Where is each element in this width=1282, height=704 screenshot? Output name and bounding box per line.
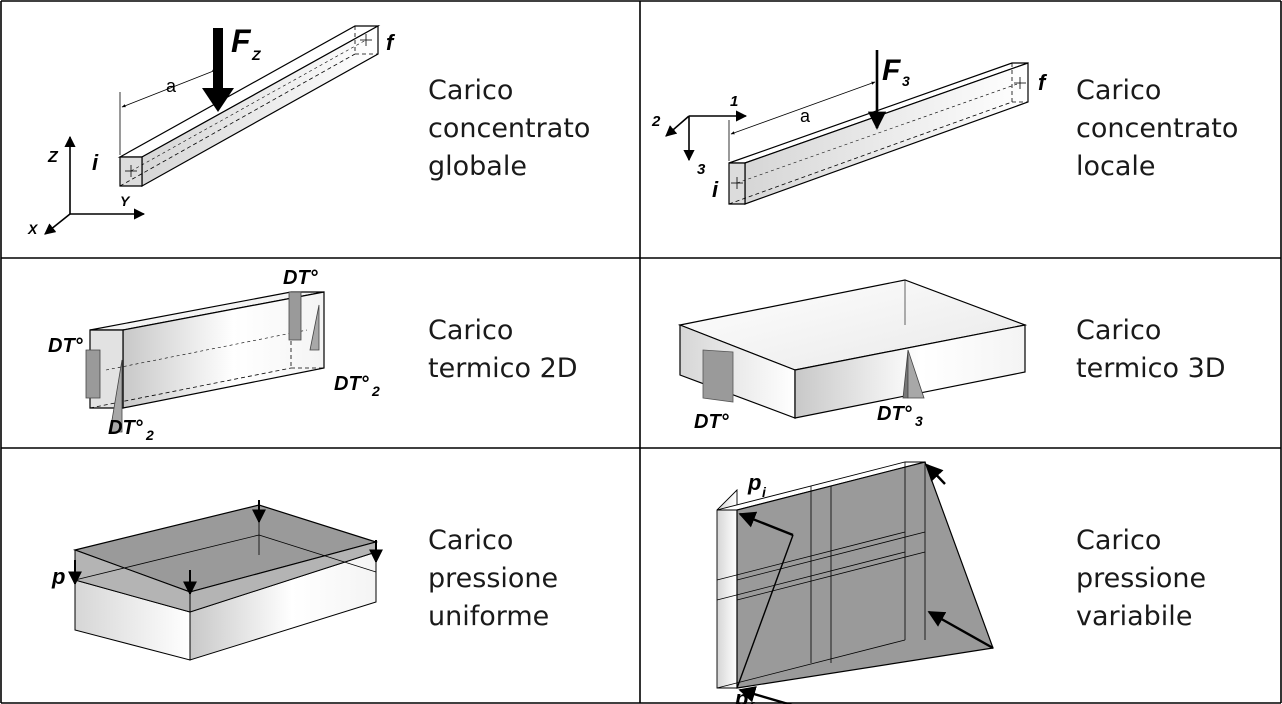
- caption-thermal-3d: Carico termico 3D: [1076, 315, 1226, 384]
- end-i-label-local: i: [712, 177, 719, 202]
- p-f-subscript: f: [749, 699, 755, 704]
- dt2-bottom-label: DT°: [108, 417, 144, 439]
- dt2-right-label: DT°: [334, 373, 370, 395]
- axis-x-label: X: [27, 221, 39, 237]
- caption-variable-pressure: Carico pressione variabile: [1076, 525, 1207, 632]
- axis-2-label: 2: [651, 113, 661, 130]
- dt-top-label: DT°: [283, 267, 319, 289]
- dt2-right-subscript: 2: [371, 383, 380, 399]
- dimension-a-label: a: [166, 76, 177, 96]
- end-f-label: f: [386, 30, 396, 55]
- axis-3-label: 3: [697, 161, 706, 178]
- axis-z-label: Z: [47, 149, 59, 166]
- dt-left-label-3d: DT°: [694, 411, 730, 433]
- force-f3-label: F: [882, 54, 901, 87]
- axis-y-label: Y: [120, 193, 131, 209]
- force-fz-subscript: Z: [251, 47, 261, 63]
- caption-concentrated-global: Carico concentrato globale: [428, 75, 591, 182]
- force-fz-label: F: [231, 23, 252, 59]
- beam-diagram-global: a F Z i f Z Y X: [27, 23, 396, 237]
- dt3-label: DT°: [877, 403, 913, 425]
- uniform-pressure-diagram: p: [51, 500, 383, 661]
- dimension-a-label-local: a: [800, 106, 811, 126]
- axis-1-label: 1: [730, 93, 738, 110]
- p-i-subscript: i: [762, 484, 767, 500]
- dt3-subscript: 3: [915, 413, 923, 429]
- caption-uniform-pressure: Carico pressione uniforme: [428, 525, 559, 632]
- p-uniform-label: p: [51, 564, 65, 589]
- thermal-3d-diagram: DT° DT° 3: [677, 279, 1028, 433]
- end-i-label: i: [92, 150, 99, 175]
- beam-diagram-local: a F 3 i f 1 2 3: [651, 50, 1048, 205]
- dt-left-label: DT°: [48, 335, 84, 357]
- dt2-bottom-subscript: 2: [145, 427, 154, 443]
- caption-concentrated-local: Carico concentrato locale: [1076, 75, 1239, 182]
- variable-pressure-diagram: p i p f: [716, 461, 994, 704]
- force-f3-subscript: 3: [902, 73, 910, 89]
- p-i-label: p: [747, 470, 761, 495]
- end-f-label-local: f: [1038, 70, 1048, 95]
- caption-thermal-2d: Carico termico 2D: [428, 315, 578, 384]
- thermal-2d-diagram: DT° DT° DT° 2 DT° 2: [48, 267, 380, 443]
- p-f-label: p: [734, 686, 748, 704]
